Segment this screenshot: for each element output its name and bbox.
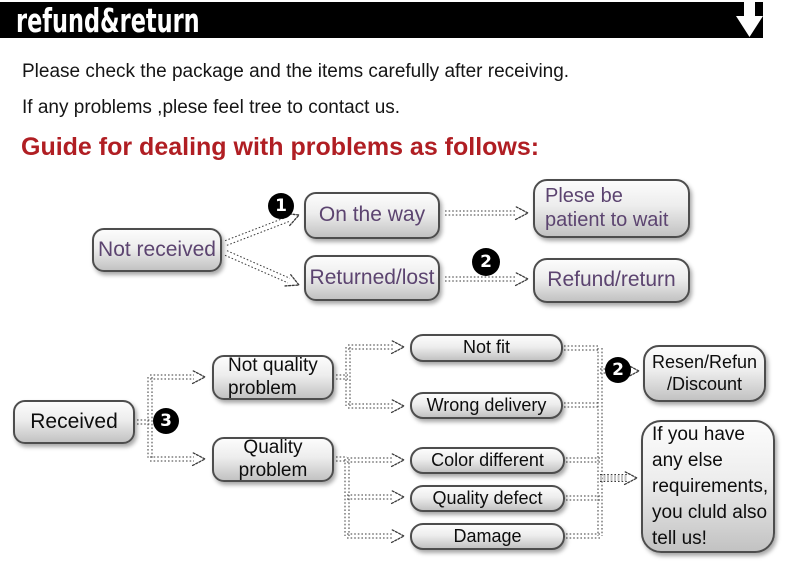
node-not-received: Not received	[92, 228, 222, 272]
node-wrong-delivery: Wrong delivery	[410, 392, 563, 419]
node-on-the-way: On the way	[304, 192, 440, 239]
node-color-different: Color different	[410, 447, 565, 474]
intro-line-1: Please check the package and the items c…	[22, 61, 570, 82]
node-not-quality-problem: Not quality problem	[212, 355, 334, 400]
step-badge-1: 1	[268, 193, 294, 219]
page-title: refund&return	[16, 0, 200, 40]
header-bar	[0, 2, 763, 38]
node-returned-lost: Returned/lost	[304, 255, 440, 301]
node-resend-refund-discount: Resen/Refun /Discount	[643, 345, 766, 402]
node-quality-defect: Quality defect	[410, 485, 565, 512]
intro-line-2: If any problems ,plese feel tree to cont…	[22, 97, 401, 118]
down-arrow-icon	[736, 0, 763, 37]
node-quality-problem: Quality problem	[212, 437, 334, 482]
section-heading: Guide for dealing with problems as follo…	[21, 133, 540, 161]
step-badge-2: 2	[472, 248, 500, 276]
step-badge-3: 3	[153, 408, 179, 434]
node-other-requirements: If you have any else requirements, you c…	[641, 420, 775, 553]
node-refund-return: Refund/return	[533, 258, 690, 303]
node-received: Received	[13, 400, 135, 444]
node-please-wait: Plese be patient to wait	[533, 179, 690, 238]
node-damage: Damage	[410, 523, 565, 550]
node-not-fit: Not fit	[410, 334, 563, 362]
step-badge-2-second: 2	[605, 357, 631, 383]
